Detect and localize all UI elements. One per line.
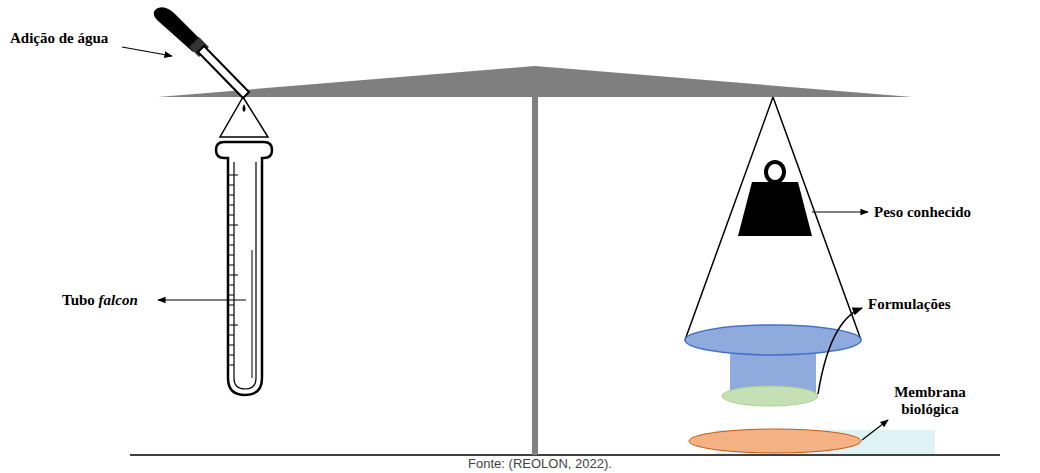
figure-caption: Fonte: (REOLON, 2022). [468, 457, 612, 471]
leader-line [158, 299, 246, 300]
balance-beam [158, 66, 912, 97]
ground-line [130, 454, 1000, 456]
formulations-label: Formulações [868, 296, 950, 313]
dropper [154, 7, 249, 112]
right-hanger [685, 97, 861, 340]
leader-line [862, 420, 888, 440]
leader-line [818, 308, 862, 394]
tube-label: Tubo falcon [62, 292, 138, 309]
falcon-tube [216, 142, 272, 395]
weight-label: Peso conhecido [874, 204, 971, 221]
pan [685, 325, 861, 355]
left-hanger [220, 97, 268, 137]
leader-line [122, 47, 172, 56]
membrane-label: Membrana biológica [880, 384, 980, 417]
leader-line [812, 211, 868, 212]
formulation-disc [722, 386, 818, 406]
water-label: Adição de água [10, 30, 108, 47]
biological-membrane [689, 429, 861, 453]
balance-pole [532, 95, 538, 455]
weight [738, 162, 812, 236]
